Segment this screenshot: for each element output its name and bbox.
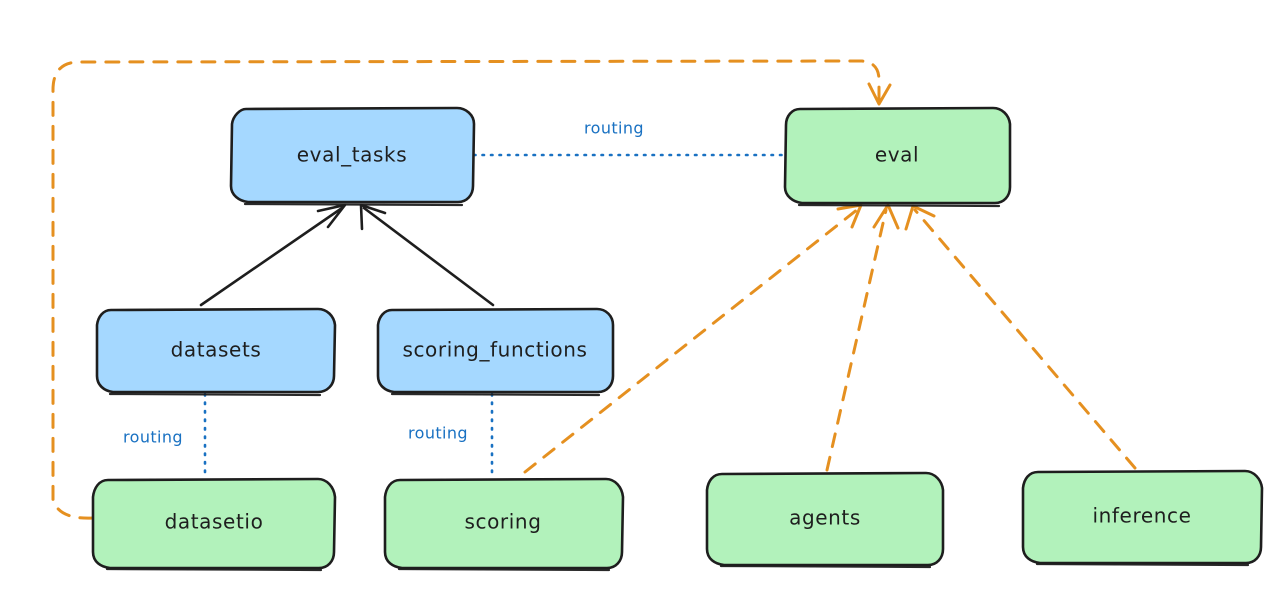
node-datasetio[interactable]: datasetio	[91, 477, 337, 572]
node-scoring[interactable]: scoring	[383, 477, 625, 572]
node-scoring-functions[interactable]: scoring_functions	[376, 307, 615, 397]
node-agents[interactable]: agents	[705, 471, 945, 569]
edge-inference-to-eval	[904, 204, 1137, 470]
node-datasets[interactable]: datasets	[95, 307, 337, 397]
node-label-datasetio: datasetio	[165, 510, 264, 534]
node-eval-tasks[interactable]: eval_tasks	[229, 106, 476, 207]
node-label-scoring-functions: scoring_functions	[402, 338, 587, 362]
edge-scoring-functions-to-eval-tasks	[359, 203, 495, 307]
node-label-inference: inference	[1092, 504, 1191, 528]
node-eval[interactable]: eval	[783, 106, 1012, 208]
node-label-agents: agents	[789, 506, 861, 530]
edge-datasetio-to-eval	[51, 59, 892, 520]
node-inference[interactable]: inference	[1021, 469, 1264, 567]
edge-label-datasets-to-datasetio: routing	[123, 428, 183, 447]
edge-label-eval-tasks-to-eval: routing	[584, 119, 644, 138]
edge-agents-to-eval	[825, 203, 900, 472]
node-label-eval: eval	[875, 143, 919, 167]
node-label-datasets: datasets	[171, 338, 262, 362]
edge-label-scoring-functions-to-scoring: routing	[408, 424, 468, 443]
node-label-scoring: scoring	[464, 510, 541, 534]
node-label-eval-tasks: eval_tasks	[297, 143, 407, 167]
edge-datasets-to-eval-tasks	[199, 203, 347, 307]
